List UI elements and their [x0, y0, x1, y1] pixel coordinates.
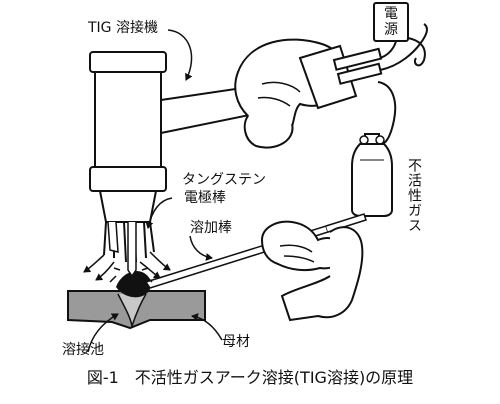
label-tungsten-line1: タングステン: [182, 172, 266, 188]
label-inert-gas: 不活性ガス: [406, 158, 422, 233]
power-source-label-2: 源: [384, 22, 398, 38]
gas-cylinder: [351, 133, 393, 217]
gas-flow-arrows: [83, 251, 171, 283]
power-source-label-1: 電: [384, 6, 398, 22]
torch-body: [89, 51, 167, 278]
power-source-box: 電 源: [373, 2, 409, 42]
figure-caption: 図-1 不活性ガスアーク溶接(TIG溶接)の原理: [86, 368, 414, 387]
hand-torch: [234, 38, 383, 149]
label-filler-rod: 溶加棒: [190, 220, 232, 236]
base-metal-plate: [67, 290, 206, 330]
leader-lines: [87, 29, 223, 353]
power-cables: [377, 23, 428, 146]
label-tig-machine: TIG 溶接機: [88, 20, 158, 36]
label-tungsten-line2: 電極棒: [184, 190, 226, 206]
weld-pool: [116, 270, 151, 298]
label-weld-pool: 溶接池: [62, 342, 104, 358]
label-base-metal: 母材: [222, 334, 250, 350]
hand-filler: [260, 220, 364, 322]
